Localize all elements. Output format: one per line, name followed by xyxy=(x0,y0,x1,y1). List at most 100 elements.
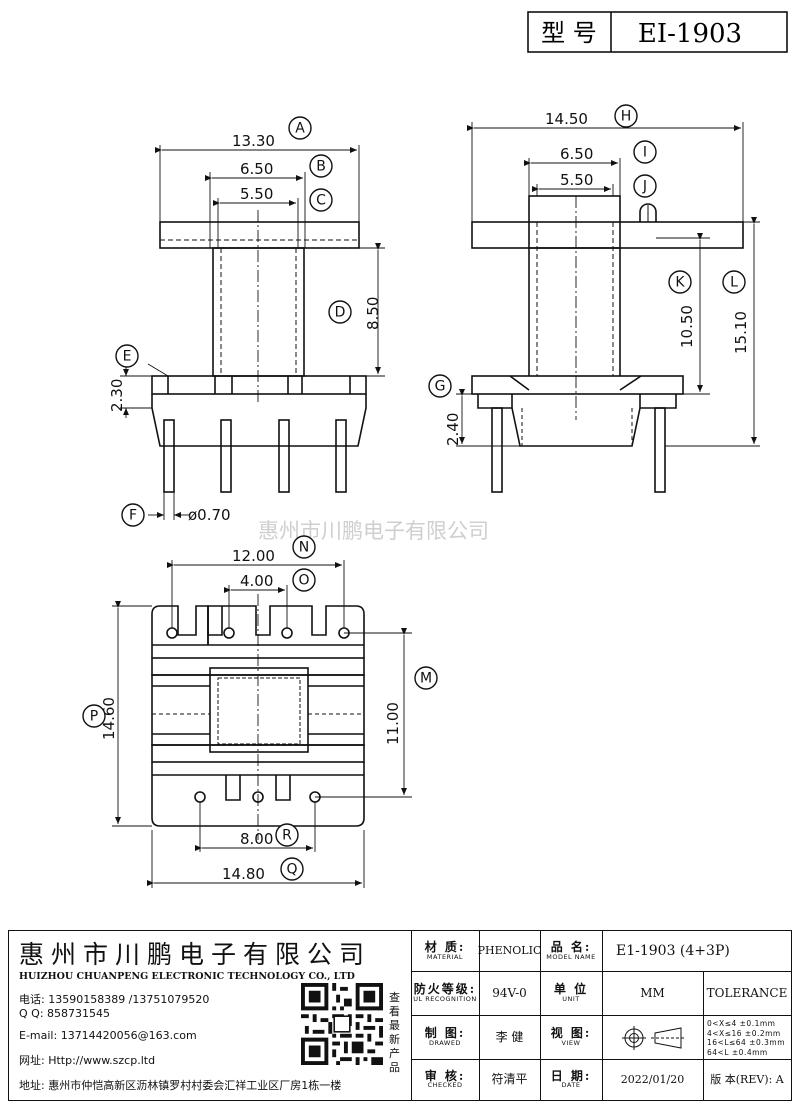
tolerance-row: 0<X≤4 ±0.1mm xyxy=(707,1019,776,1028)
dim-J-value: 5.50 xyxy=(560,171,593,189)
dim-A-value: 13.30 xyxy=(232,132,275,150)
company-name-cn: 惠州市川鹏电子有限公司 xyxy=(19,940,372,969)
callout-o: O xyxy=(292,568,316,592)
company-tel: 电话: 13590158389 /13751079520 xyxy=(19,993,210,1006)
callout-g: G xyxy=(428,374,452,398)
callout-letter: R xyxy=(282,828,292,844)
revision-label: 版 本(REV): A xyxy=(710,1072,784,1086)
date-value: 2022/01/20 xyxy=(620,1072,685,1086)
flame-rating-value: 94V-0 xyxy=(492,985,527,1000)
callout-letter: G xyxy=(435,379,446,395)
tolerance-label: TOLERANCE xyxy=(706,985,788,1000)
tolerance-table: 0<X≤4 ±0.1mm 4<X≤16 ±0.2mm 16<L≤64 ±0.3m… xyxy=(707,1019,791,1057)
projection-symbol-icon xyxy=(622,1026,684,1050)
model-name-value: E1-1903 (4+3P) xyxy=(616,942,730,959)
callout-n: N xyxy=(292,535,316,559)
dim-Q-value: 14.80 xyxy=(222,865,265,883)
callout-letter: P xyxy=(90,709,98,725)
tolerance-row: 4<X≤16 ±0.2mm xyxy=(707,1028,781,1038)
dim-B-value: 6.50 xyxy=(240,160,273,178)
date-label: 日 期:DATE xyxy=(550,1068,592,1090)
dim-K-value: 10.50 xyxy=(678,305,696,348)
qr-caption: 查看最新产品 xyxy=(389,991,400,1074)
callout-letter: H xyxy=(621,109,632,125)
view-label: 视 图:VIEW xyxy=(550,1026,592,1047)
flame-rating-label: 防火等级:UL RECOGNITION xyxy=(413,982,477,1003)
dim-E-value: 2.30 xyxy=(108,379,126,412)
callout-letter: B xyxy=(316,159,326,175)
title-block: 惠州市川鹏电子有限公司 HUIZHOU CHUANPENG ELECTRONIC… xyxy=(8,930,792,1101)
callout-p: P xyxy=(82,704,106,728)
callout-letter: E xyxy=(123,349,132,365)
checked-by-label: 审 核:CHECKED xyxy=(424,1068,466,1090)
side-view-dimensions xyxy=(456,122,760,447)
callout-m: M xyxy=(414,666,438,690)
callout-b: B xyxy=(309,154,333,178)
company-qq: Q Q: 858731545 xyxy=(19,1007,111,1020)
model-header: 型 号 EI-1903 xyxy=(527,11,788,53)
callout-letter: C xyxy=(316,193,326,209)
callout-l: L xyxy=(722,270,746,294)
dim-I-value: 6.50 xyxy=(560,145,593,163)
company-web: 网址: Http://www.szcp.ltd xyxy=(19,1054,156,1067)
callout-letter: K xyxy=(675,275,685,291)
callout-q: Q xyxy=(280,857,304,881)
callout-i: I xyxy=(633,140,657,164)
qr-code-icon xyxy=(301,983,383,1065)
dim-L-value: 15.10 xyxy=(732,311,750,354)
dim-N-value: 12.00 xyxy=(232,547,275,565)
watermark-text: 惠州市川鹏电子有限公司 xyxy=(258,519,489,543)
callout-letter: N xyxy=(299,540,309,556)
callout-h: H xyxy=(614,104,638,128)
callout-c: C xyxy=(309,188,333,212)
dim-R-value: 8.00 xyxy=(240,830,273,848)
company-address: 地址: 惠州市仲恺高新区沥林镇罗村村委会汇祥工业区厂房1栋一楼 xyxy=(19,1079,342,1092)
drawn-by-value: 李 健 xyxy=(495,1029,524,1044)
dim-F-value: ø0.70 xyxy=(188,506,231,524)
callout-letter: I xyxy=(643,145,647,161)
callout-d: D xyxy=(328,300,352,324)
callout-j: J xyxy=(633,174,657,198)
letter-callouts: A B C D E F G H I J K L M N O P Q R xyxy=(82,104,746,881)
material-value: PHENOLIC xyxy=(477,944,542,958)
dim-O-value: 4.00 xyxy=(240,572,273,590)
callout-letter: O xyxy=(298,573,309,589)
tolerance-row: 64<L ±0.4mm xyxy=(707,1047,768,1057)
front-view-dimensions xyxy=(120,145,385,520)
dimension-labels: 13.30 6.50 5.50 8.50 2.30 ø0.70 14.50 6.… xyxy=(100,110,750,883)
dim-P-value: 14.60 xyxy=(100,697,118,740)
model-name-label: 品 名:MODEL NAME xyxy=(546,940,596,961)
bottom-view-dimensions xyxy=(112,560,412,888)
dim-D-value: 8.50 xyxy=(364,297,382,330)
company-name-en: HUIZHOU CHUANPENG ELECTRONIC TECHNOLOGY … xyxy=(19,971,355,982)
material-label: 材 质:MATERIAL xyxy=(424,940,466,961)
callout-a: A xyxy=(288,116,312,140)
callout-letter: F xyxy=(129,508,137,524)
callout-e: E xyxy=(115,344,139,368)
model-label: 型 号 xyxy=(541,19,597,47)
callout-letter: Q xyxy=(286,862,297,878)
front-view xyxy=(151,210,367,493)
callout-letter: M xyxy=(420,671,432,687)
checked-by-value: 符清平 xyxy=(491,1072,528,1087)
side-view xyxy=(471,195,744,493)
dim-C-value: 5.50 xyxy=(240,185,273,203)
callout-k: K xyxy=(668,270,692,294)
callout-f: F xyxy=(121,503,145,527)
bottom-view xyxy=(151,594,365,840)
dim-G-value: 2.40 xyxy=(444,413,462,446)
callout-r: R xyxy=(275,823,299,847)
dim-M-value: 11.00 xyxy=(384,702,402,745)
model-value: EI-1903 xyxy=(638,19,742,49)
unit-value: MM xyxy=(640,985,665,1000)
callout-letter: D xyxy=(335,305,346,321)
callout-letter: A xyxy=(295,121,305,137)
callout-letter: J xyxy=(642,179,647,195)
dim-H-value: 14.50 xyxy=(545,110,588,128)
company-email: E-mail: 13714420056@163.com xyxy=(19,1029,197,1042)
tolerance-row: 16<L≤64 ±0.3mm xyxy=(707,1038,786,1047)
callout-letter: L xyxy=(730,275,738,291)
drawn-by-label: 制 图:DRAWED xyxy=(424,1026,466,1047)
